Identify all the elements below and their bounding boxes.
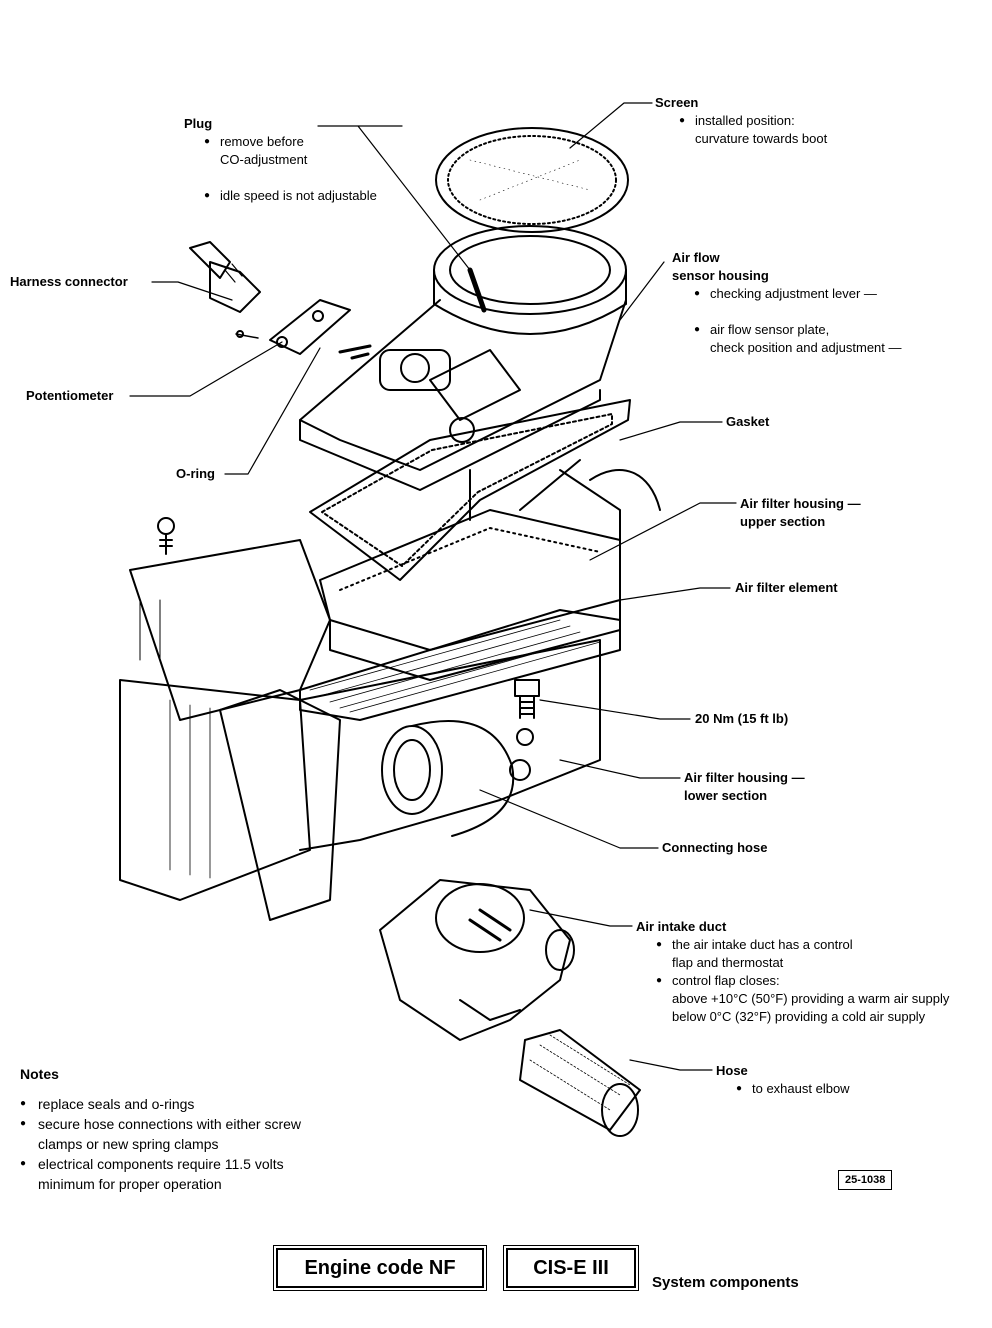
notes-item-3-cont: minimum for proper operation <box>38 1176 222 1192</box>
aid-title: Air intake duct <box>636 919 727 934</box>
potentiometer-part <box>235 299 351 355</box>
aid-warm-line: above +10°C (50°F) providing a warm air … <box>672 991 950 1006</box>
plug-bullet-1-cont: CO-adjustment <box>220 152 308 167</box>
hose-title: Hose <box>716 1063 748 1078</box>
plug-label: Plug remove before CO-adjustment idle sp… <box>184 115 377 205</box>
notes-title: Notes <box>20 1066 59 1082</box>
aid-cold-line: below 0°C (32°F) providing a cold air su… <box>672 1009 926 1024</box>
notes-item-2: secure hose connections with either scre… <box>20 1114 301 1134</box>
afu-title-2: upper section <box>740 514 826 529</box>
air-intake-duct-label: Air intake duct the air intake duct has … <box>636 918 949 1026</box>
notes-item-2-cont: clamps or new spring clamps <box>38 1136 219 1152</box>
afs-bullet-2: air flow sensor plate, <box>694 321 902 339</box>
harness-connector-label: Harness connector <box>10 274 128 289</box>
plug-title: Plug <box>184 116 213 131</box>
notes-item-1: replace seals and o-rings <box>20 1094 301 1114</box>
air-intake-duct-part <box>379 879 575 1041</box>
notes-item-3: electrical components require 11.5 volts <box>20 1154 301 1174</box>
afs-bullet-1: checking adjustment lever — <box>694 285 902 303</box>
leader-lines <box>129 102 737 1071</box>
air-filter-lower-label: Air filter housing — lower section <box>684 769 805 805</box>
gasket-label: Gasket <box>726 414 770 429</box>
hose-bullet: to exhaust elbow <box>736 1080 850 1098</box>
section-title: System components <box>652 1274 799 1291</box>
afl-title-1: Air filter housing — <box>684 770 805 785</box>
aid-bullet-2: control flap closes: <box>656 972 949 990</box>
air-filter-lower-part <box>119 539 601 921</box>
hose-part <box>519 1029 641 1137</box>
connecting-hose-label: Connecting hose <box>662 840 768 855</box>
o-ring-label: O-ring <box>176 466 215 481</box>
afs-title-2: sensor housing <box>672 268 769 283</box>
air-filter-element-part <box>299 609 621 721</box>
plug-bullet-2: idle speed is not adjustable <box>204 187 377 205</box>
system-box: CIS-E III <box>503 1245 639 1291</box>
aid-bullet-1: the air intake duct has a control <box>656 936 949 954</box>
potentiometer-label: Potentiometer <box>26 388 114 403</box>
hose-label: Hose to exhaust elbow <box>716 1062 850 1098</box>
screen-label: Screen installed position: curvature tow… <box>655 94 827 148</box>
connecting-hose-part <box>381 720 515 837</box>
air-flow-sensor-housing-part <box>299 225 627 491</box>
air-filter-upper-label: Air filter housing — upper section <box>740 495 861 531</box>
screw-part <box>157 517 175 555</box>
air-filter-upper-part <box>319 459 661 681</box>
aid-bullet-1-cont: flap and thermostat <box>672 955 784 970</box>
air-flow-sensor-housing-label: Air flow sensor housing checking adjustm… <box>672 249 902 357</box>
harness-connector-part <box>189 241 261 313</box>
afs-bullet-2-cont: check position and adjustment — <box>710 340 902 355</box>
notes-block: Notes replace seals and o-rings secure h… <box>20 1064 301 1194</box>
plug-bullet-1: remove before <box>204 133 377 151</box>
reference-number: 25-1038 <box>838 1170 893 1190</box>
screen-bullet: installed position: <box>679 112 827 130</box>
air-filter-element-label: Air filter element <box>735 580 838 595</box>
afu-title-1: Air filter housing — <box>740 496 861 511</box>
afl-title-2: lower section <box>684 788 768 803</box>
screen-bullet-cont: curvature towards boot <box>695 131 828 146</box>
torque-label: 20 Nm (15 ft lb) <box>695 711 789 726</box>
bolt-part <box>514 679 540 719</box>
screen-part <box>435 127 629 233</box>
gasket-part <box>309 399 631 581</box>
afs-title-1: Air flow <box>672 250 720 265</box>
engine-code-box: Engine code NF <box>273 1245 487 1291</box>
screen-title: Screen <box>655 95 699 110</box>
